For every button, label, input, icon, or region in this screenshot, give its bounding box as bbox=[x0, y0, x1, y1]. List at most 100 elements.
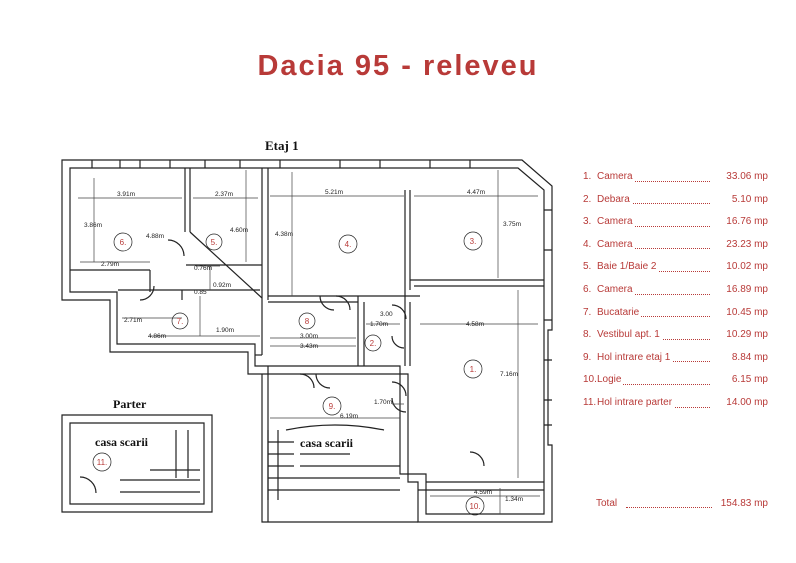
room-marker-6: 6. bbox=[120, 238, 127, 247]
room-marker-9: 9. bbox=[329, 402, 336, 411]
legend-number: 2. bbox=[583, 193, 592, 205]
dim-092: 0.92m bbox=[213, 282, 231, 289]
legend-dots bbox=[623, 293, 710, 295]
legend-dots bbox=[623, 180, 710, 182]
dim-343: 3.43m bbox=[300, 343, 318, 350]
floor-label-parter: Parter bbox=[113, 397, 147, 411]
total-label: Total bbox=[596, 498, 618, 509]
total-area: 154.83 mp bbox=[720, 494, 768, 514]
outer-wall bbox=[61, 159, 553, 523]
outer-wall-inner bbox=[69, 167, 545, 515]
legend-number: 3. bbox=[583, 216, 592, 228]
dim-271: 2.71m bbox=[124, 317, 142, 324]
legend-dots bbox=[623, 316, 710, 318]
legend-area: 33.06 mp bbox=[710, 166, 768, 189]
legend-row: 1. Camera 33.06 mp bbox=[583, 166, 768, 189]
dim-386: 3.86m bbox=[84, 222, 102, 229]
legend-row: 5. Baie 1/Baie 2 10.02 mp bbox=[583, 256, 768, 279]
stair-label-etaj: casa scarii bbox=[300, 436, 354, 450]
dim-391: 3.91m bbox=[117, 191, 135, 198]
dim-237: 2.37m bbox=[215, 191, 233, 198]
total-row: Total 154.83 mp bbox=[596, 494, 768, 514]
legend-room-name: Hol intrare etaj 1 bbox=[597, 351, 673, 363]
legend-room-name: Baie 1/Baie 2 bbox=[597, 261, 659, 273]
legend-number: 8. bbox=[583, 329, 592, 341]
dim-085: 0.85 bbox=[194, 289, 207, 296]
legend-area: 16.76 mp bbox=[710, 211, 768, 234]
legend-area: 23.23 mp bbox=[710, 233, 768, 257]
legend-number: 1. bbox=[583, 171, 592, 182]
legend-area: 8.84 mp bbox=[710, 346, 768, 370]
room-marker-1: 1. bbox=[470, 365, 477, 374]
dim-488: 4.88m bbox=[146, 233, 164, 240]
legend-dots bbox=[623, 338, 710, 340]
legend-number: 11. bbox=[583, 396, 597, 408]
dim-447: 4.47m bbox=[467, 189, 485, 196]
legend-row: 9. Hol intrare etaj 1 8.84 mp bbox=[583, 346, 768, 370]
legend-dots bbox=[623, 270, 710, 272]
dim-716: 7.16m bbox=[500, 371, 518, 378]
legend-area: 16.89 mp bbox=[710, 278, 768, 302]
stair-label-parter: casa scarii bbox=[95, 435, 149, 449]
legend-area: 5.10 mp bbox=[710, 188, 768, 212]
room-marker-4: 4. bbox=[345, 240, 352, 249]
legend-area: 10.29 mp bbox=[710, 324, 768, 347]
room-marker-2: 2. bbox=[370, 339, 377, 348]
legend-area: 10.45 mp bbox=[710, 301, 768, 325]
dim-279: 2.79m bbox=[101, 261, 119, 268]
dim-170a: 1.70m bbox=[370, 321, 388, 328]
legend-room-name: Hol intrare parter bbox=[597, 396, 675, 408]
legend-row: 10.Logie 6.15 mp bbox=[583, 369, 768, 392]
room-marker-7: 7. bbox=[177, 317, 184, 326]
legend-room-name: Camera bbox=[597, 216, 635, 228]
dim-190: 1.90m bbox=[216, 327, 234, 334]
legend-room-name: Debara bbox=[597, 193, 632, 205]
dim-460: 4.60m bbox=[230, 227, 248, 234]
legend-dots bbox=[623, 248, 710, 250]
page-title: Dacia 95 - releveu bbox=[257, 50, 539, 82]
dim-521: 5.21m bbox=[325, 189, 343, 196]
legend-number: 6. bbox=[583, 283, 592, 295]
legend-room-name: Vestibul apt. 1 bbox=[597, 329, 662, 341]
legend-dots bbox=[623, 203, 710, 205]
legend-room-name: Camera bbox=[597, 171, 635, 182]
legend-room-name: Camera bbox=[597, 238, 635, 250]
total-dots bbox=[626, 507, 712, 508]
legend-room-name: Camera bbox=[597, 283, 635, 295]
legend-row: 4. Camera 23.23 mp bbox=[583, 233, 768, 257]
legend-row: 2. Debara 5.10 mp bbox=[583, 188, 768, 212]
legend-row: 8. Vestibul apt. 1 10.29 mp bbox=[583, 324, 768, 347]
parter-wall bbox=[61, 414, 213, 513]
legend-row: 3. Camera 16.76 mp bbox=[583, 211, 768, 234]
legend-area: 6.15 mp bbox=[710, 369, 768, 392]
legend-area: 14.00 mp bbox=[710, 391, 768, 415]
legend-dots bbox=[623, 383, 710, 385]
room-marker-3: 3. bbox=[470, 237, 477, 246]
dim-375: 3.75m bbox=[503, 221, 521, 228]
legend-number: 5. bbox=[583, 261, 592, 273]
legend-room-name: Logie bbox=[597, 374, 624, 386]
legend-room-name: Bucatarie bbox=[597, 306, 642, 318]
legend-area: 10.02 mp bbox=[710, 256, 768, 279]
legend-dots bbox=[623, 225, 710, 227]
legend-row: 7. Bucatarie 10.45 mp bbox=[583, 301, 768, 325]
dim-438: 4.38m bbox=[275, 231, 293, 238]
dim-134: 1.34m bbox=[505, 496, 523, 503]
room-marker-10: 10. bbox=[469, 502, 480, 511]
dim-170b: 1.70m bbox=[374, 399, 392, 406]
dim-300b: 3.00 bbox=[380, 311, 393, 318]
legend-row: 6. Camera 16.89 mp bbox=[583, 278, 768, 302]
floor-label-etaj: Etaj 1 bbox=[265, 138, 299, 153]
legend-number: 4. bbox=[583, 238, 592, 250]
room-marker-5: 5. bbox=[211, 238, 218, 247]
legend-number: 10. bbox=[583, 374, 597, 386]
dim-619: 6.19m bbox=[340, 413, 358, 420]
legend-number: 7. bbox=[583, 306, 592, 318]
dim-076: 0.76m bbox=[194, 265, 212, 272]
dim-459: 4.59m bbox=[474, 489, 492, 496]
legend-number: 9. bbox=[583, 351, 592, 363]
room-marker-11: 11. bbox=[97, 458, 108, 467]
legend-row: 11.Hol intrare parter 14.00 mp bbox=[583, 391, 768, 415]
